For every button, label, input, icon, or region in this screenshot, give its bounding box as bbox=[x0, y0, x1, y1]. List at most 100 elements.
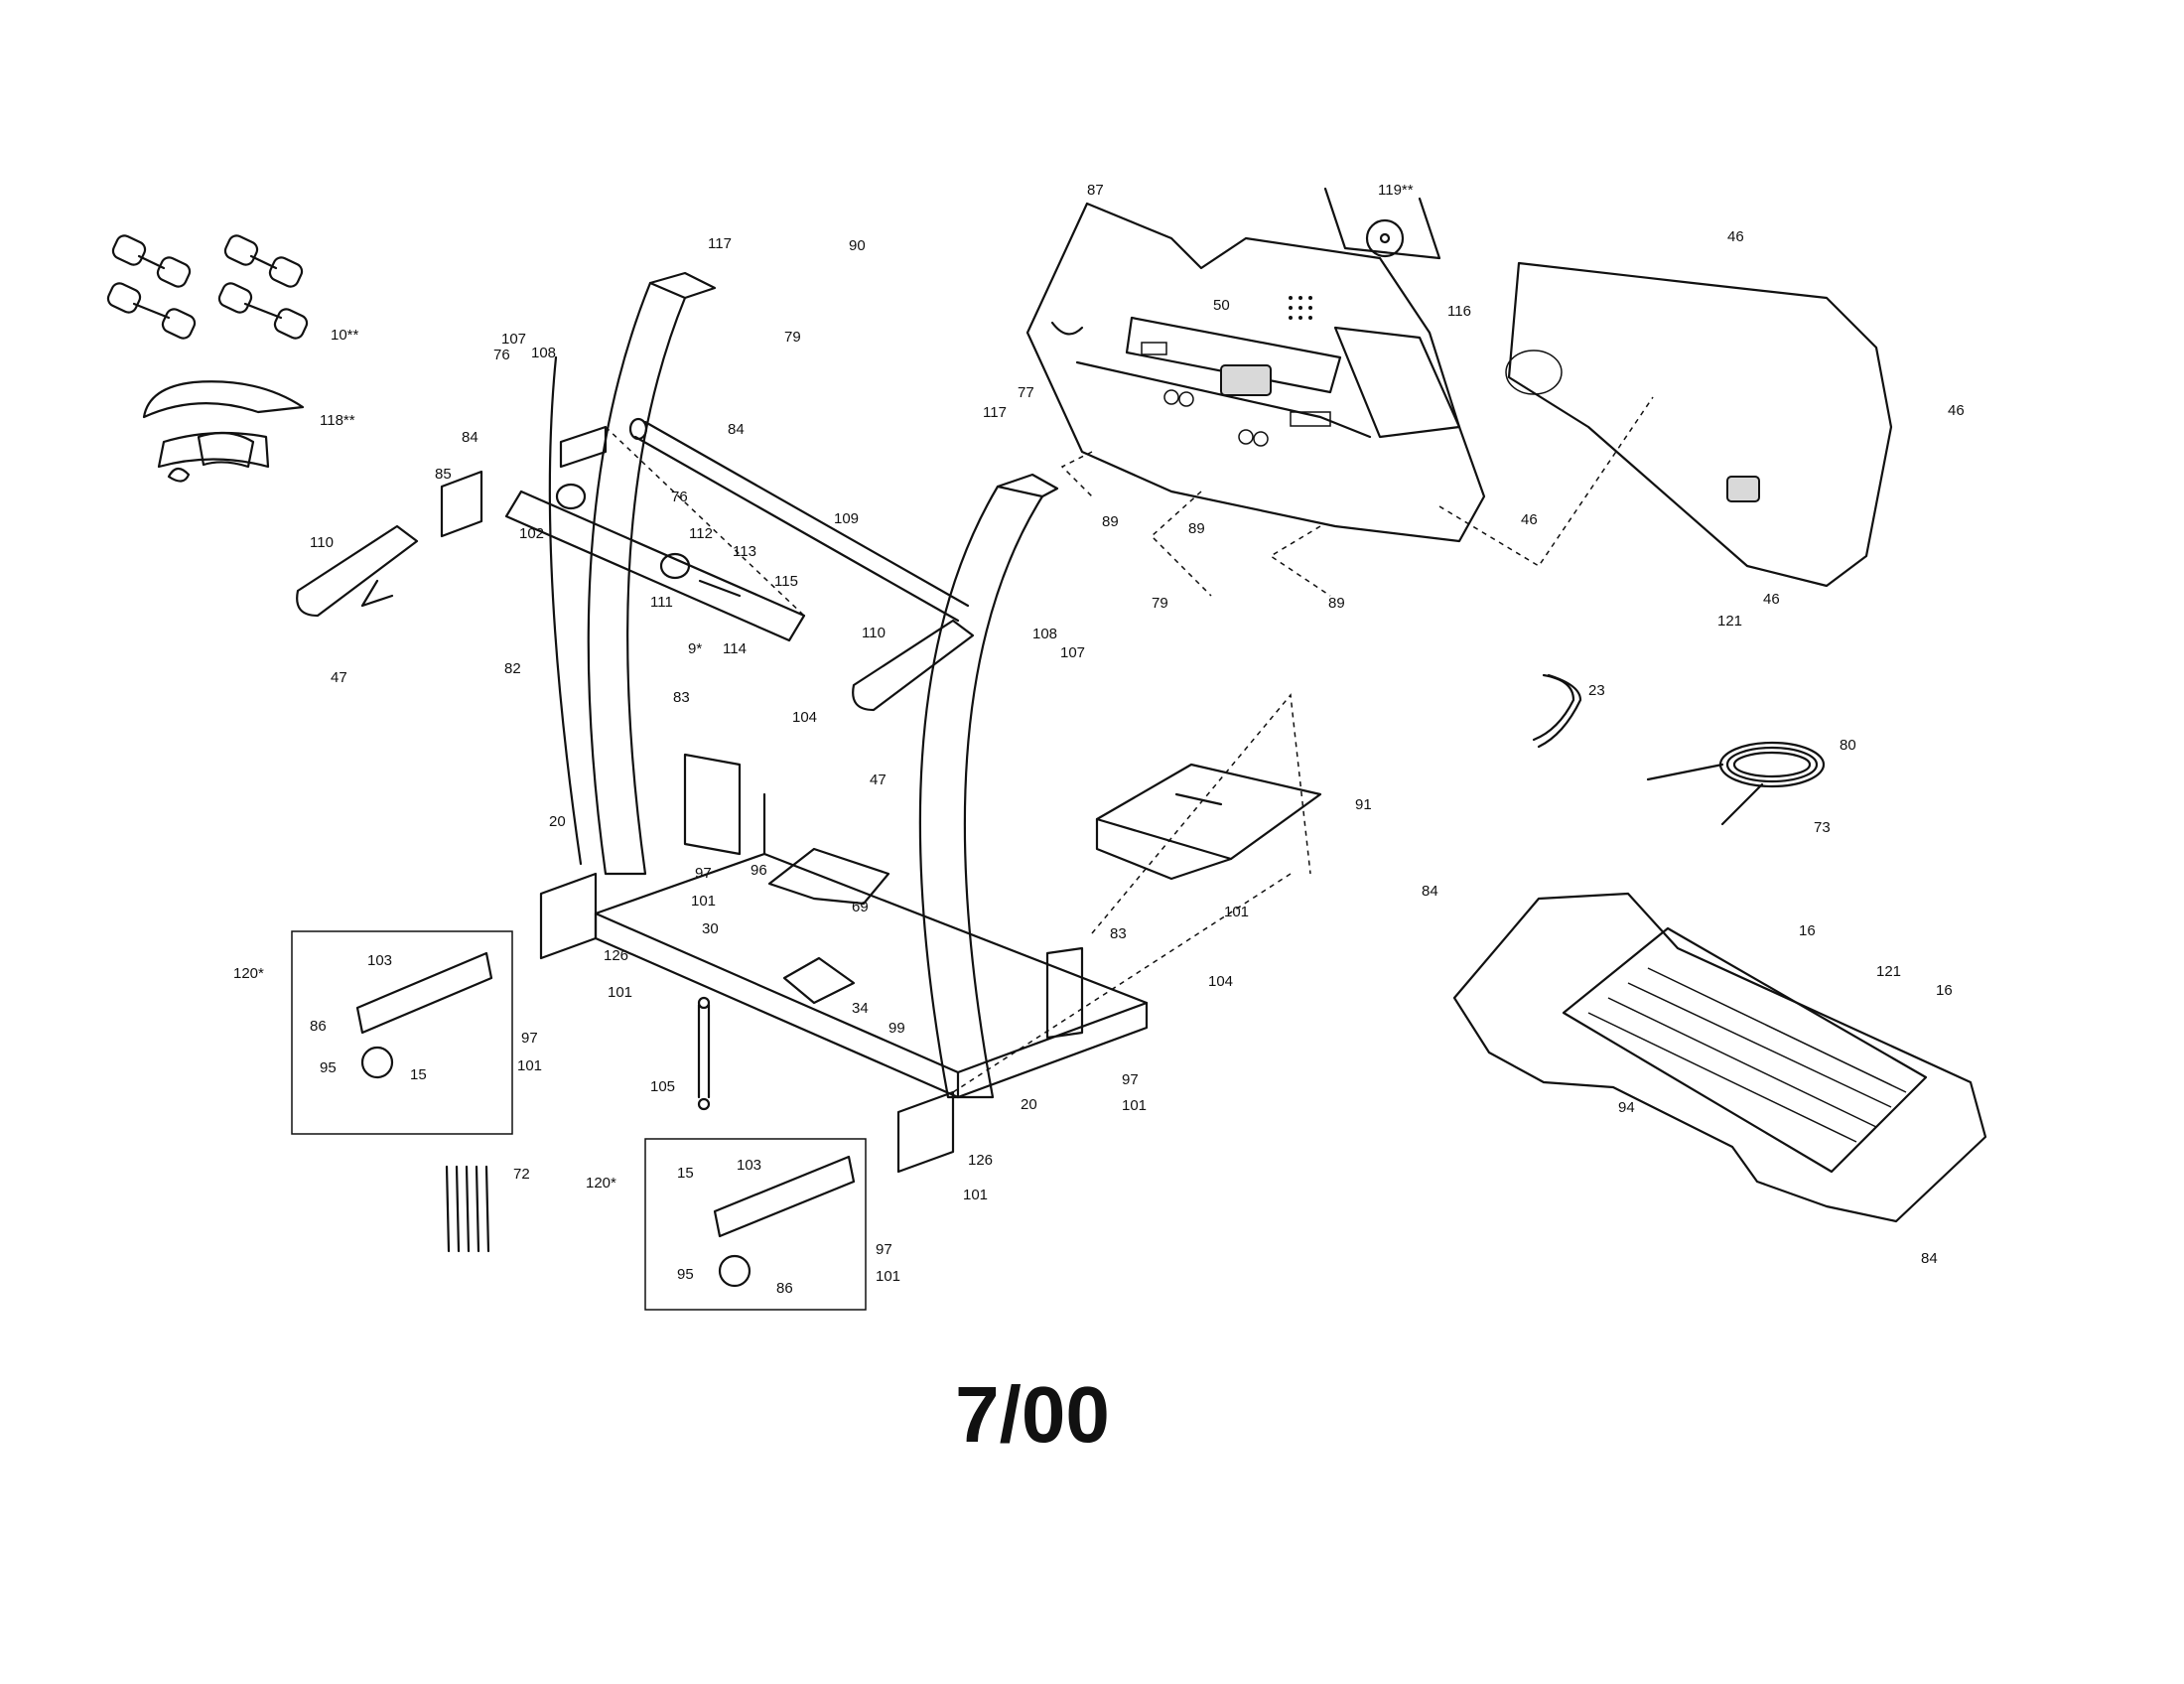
callout-73: 73 bbox=[1814, 819, 1831, 836]
right-upright bbox=[918, 473, 1059, 1099]
callout-79b: 79 bbox=[1152, 595, 1168, 612]
wheel-kit-box-lower bbox=[644, 1138, 867, 1311]
callout-47b: 47 bbox=[870, 772, 887, 788]
callout-121a: 121 bbox=[1717, 613, 1742, 630]
callout-97b: 97 bbox=[521, 1030, 538, 1047]
callout-116: 116 bbox=[1447, 303, 1471, 320]
handlebar-bracket bbox=[504, 483, 806, 642]
hand-weights bbox=[106, 234, 309, 340]
callout-120a: 120* bbox=[233, 965, 264, 982]
callout-82: 82 bbox=[504, 660, 521, 677]
callout-104b: 104 bbox=[1208, 973, 1233, 990]
callout-107a: 107 bbox=[501, 331, 526, 348]
callout-72: 72 bbox=[513, 1166, 530, 1183]
callout-99: 99 bbox=[888, 1020, 905, 1037]
callout-89c: 89 bbox=[1328, 595, 1345, 612]
callout-110a: 110 bbox=[310, 534, 334, 551]
date-code: 7/00 bbox=[955, 1370, 1110, 1459]
callout-110b: 110 bbox=[862, 625, 886, 641]
callout-16b: 16 bbox=[1936, 982, 1953, 999]
callout-95b: 95 bbox=[677, 1266, 694, 1283]
callout-101f: 101 bbox=[963, 1187, 988, 1203]
callout-126a: 126 bbox=[604, 947, 628, 964]
callout-76a: 76 bbox=[493, 347, 510, 363]
callout-113: 113 bbox=[733, 543, 756, 560]
callout-101c: 101 bbox=[608, 984, 632, 1001]
callout-85: 85 bbox=[435, 466, 452, 483]
upright-extension bbox=[440, 425, 608, 538]
callout-112: 112 bbox=[689, 525, 713, 542]
motor-bracket bbox=[767, 847, 890, 1005]
callout-114: 114 bbox=[723, 640, 747, 657]
callout-83a: 83 bbox=[673, 689, 690, 706]
callout-34: 34 bbox=[852, 1000, 869, 1017]
callout-108a: 108 bbox=[531, 345, 556, 361]
callout-126b: 126 bbox=[968, 1152, 993, 1169]
callout-91: 91 bbox=[1355, 796, 1372, 813]
callout-46b: 46 bbox=[1948, 402, 1965, 419]
callout-79a: 79 bbox=[784, 329, 801, 346]
callout-46d: 46 bbox=[1763, 591, 1780, 608]
callout-46c: 46 bbox=[1521, 511, 1538, 528]
callout-97d: 97 bbox=[876, 1241, 892, 1258]
upright-shroud bbox=[1505, 261, 1893, 588]
callout-101e: 101 bbox=[1122, 1097, 1147, 1114]
callout-83b: 83 bbox=[1110, 925, 1127, 942]
callout-86b: 86 bbox=[776, 1280, 793, 1297]
callout-20a: 20 bbox=[549, 813, 566, 830]
chest-strap bbox=[142, 380, 305, 483]
callout-108b: 108 bbox=[1032, 626, 1057, 642]
callout-117b: 117 bbox=[983, 404, 1007, 421]
callout-15a: 15 bbox=[410, 1066, 427, 1083]
callout-30: 30 bbox=[702, 920, 719, 937]
callout-50: 50 bbox=[1213, 297, 1230, 314]
callout-84b: 84 bbox=[728, 421, 745, 438]
storage-tray bbox=[1095, 763, 1322, 881]
console bbox=[1025, 202, 1486, 543]
callout-118: 118** bbox=[320, 412, 355, 429]
callout-101g: 101 bbox=[876, 1268, 900, 1285]
wheel-kit-box-upper bbox=[291, 930, 513, 1135]
crossbar bbox=[628, 417, 970, 623]
callout-84d: 84 bbox=[1921, 1250, 1938, 1267]
base-frame bbox=[539, 753, 1149, 1174]
callout-9: 9* bbox=[688, 640, 702, 657]
left-upright bbox=[548, 271, 717, 876]
lift-cylinder bbox=[697, 996, 711, 1111]
callout-97c: 97 bbox=[1122, 1071, 1139, 1088]
callout-111: 111 bbox=[650, 594, 673, 611]
callout-97a: 97 bbox=[695, 865, 712, 882]
callout-120b: 120* bbox=[586, 1175, 616, 1192]
callout-84a: 84 bbox=[462, 429, 478, 446]
callout-23: 23 bbox=[1588, 682, 1605, 699]
callout-104a: 104 bbox=[792, 709, 817, 726]
callout-95a: 95 bbox=[320, 1059, 337, 1076]
callout-86a: 86 bbox=[310, 1018, 327, 1035]
callout-115: 115 bbox=[774, 573, 798, 590]
callout-10: 10** bbox=[331, 327, 359, 344]
callout-47a: 47 bbox=[331, 669, 347, 686]
callout-103b: 103 bbox=[737, 1157, 761, 1174]
callout-labels: 10** 118** 117 117 90 87 119** 46 46 46 … bbox=[233, 182, 1965, 1297]
callout-102: 102 bbox=[519, 525, 544, 542]
callout-109: 109 bbox=[834, 510, 859, 527]
left-handrail bbox=[296, 524, 419, 618]
callout-84c: 84 bbox=[1422, 883, 1438, 900]
callout-96: 96 bbox=[751, 862, 767, 879]
callout-90: 90 bbox=[849, 237, 866, 254]
user-manual bbox=[1323, 187, 1441, 260]
callout-101d: 101 bbox=[517, 1057, 542, 1074]
callout-119: 119** bbox=[1378, 182, 1414, 199]
callout-94: 94 bbox=[1618, 1099, 1635, 1116]
callout-117a: 117 bbox=[708, 235, 732, 252]
callout-121b: 121 bbox=[1876, 963, 1901, 980]
callout-107b: 107 bbox=[1060, 644, 1085, 661]
assembly-lines bbox=[605, 396, 1654, 1093]
callout-46a: 46 bbox=[1727, 228, 1744, 245]
callout-76b: 76 bbox=[671, 489, 688, 505]
callout-20b: 20 bbox=[1021, 1096, 1037, 1113]
wire-harness bbox=[1532, 673, 1582, 749]
callout-77: 77 bbox=[1018, 384, 1034, 401]
power-cord bbox=[1646, 741, 1826, 826]
